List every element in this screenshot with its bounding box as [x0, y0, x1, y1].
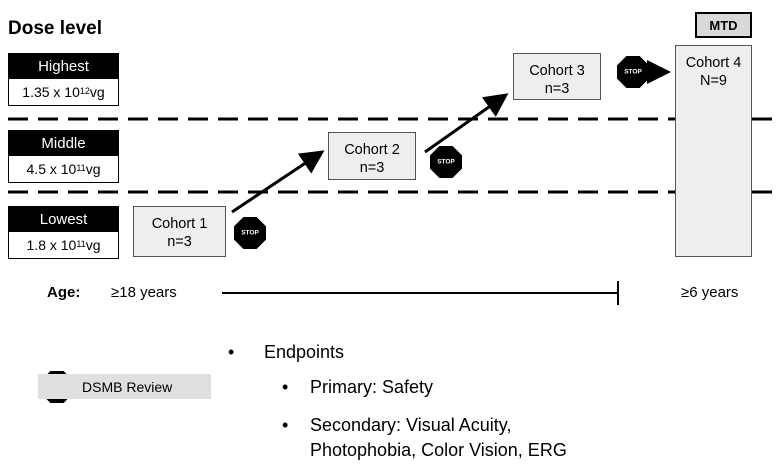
dose-label: Lowest [8, 206, 119, 232]
arrow-cohort2-to-cohort3 [424, 93, 509, 154]
arrow-cohort1-to-cohort2 [231, 150, 325, 214]
cohort-size: n=3 [359, 160, 385, 176]
mtd-label: MTD [695, 12, 752, 38]
cohort-name: Cohort 1 [151, 216, 208, 232]
cohort-1-box: Cohort 1 n=3 [133, 206, 226, 257]
stop-icon: STOP [617, 56, 649, 88]
bullet-icon: • [282, 377, 289, 397]
legend-text: DSMB Review [82, 379, 173, 395]
stop-icon-text: STOP [437, 159, 455, 166]
age-adult: ≥18 years [111, 284, 177, 301]
stop-icon: STOP [234, 217, 266, 249]
age-child: ≥6 years [681, 284, 739, 301]
bullet-icon: • [228, 342, 235, 362]
cohort-4-box: Cohort 4 N=9 [675, 45, 752, 257]
dose-label: Highest [8, 53, 119, 79]
cohort-size: n=3 [167, 234, 192, 250]
bullet-icon: • [282, 415, 289, 435]
dose-label: Middle [8, 130, 119, 156]
stop-icon: STOP [430, 146, 462, 178]
stop-icon-text: STOP [624, 69, 642, 76]
stop-icon-text: STOP [241, 230, 259, 237]
cohort-2-box: Cohort 2 n=3 [328, 132, 416, 180]
endpoints-title: Endpoints [264, 342, 345, 362]
endpoint-primary: Primary: Safety [310, 377, 434, 397]
legend-background [38, 374, 211, 399]
endpoint-secondary-line2: Photophobia, Color Vision, ERG [310, 440, 567, 460]
cohort-name: Cohort 4 [685, 55, 742, 71]
cohort-name: Cohort 3 [529, 63, 585, 79]
cohort-size: N=9 [699, 73, 727, 89]
endpoint-secondary-line1: Secondary: Visual Acuity, [310, 415, 512, 435]
dose-level-title: Dose level [8, 18, 102, 39]
age-label: Age: [47, 284, 81, 301]
cohort-3-box: Cohort 3 n=3 [513, 53, 601, 100]
cohort-size: n=3 [544, 81, 570, 97]
cohort-name: Cohort 2 [344, 142, 400, 158]
